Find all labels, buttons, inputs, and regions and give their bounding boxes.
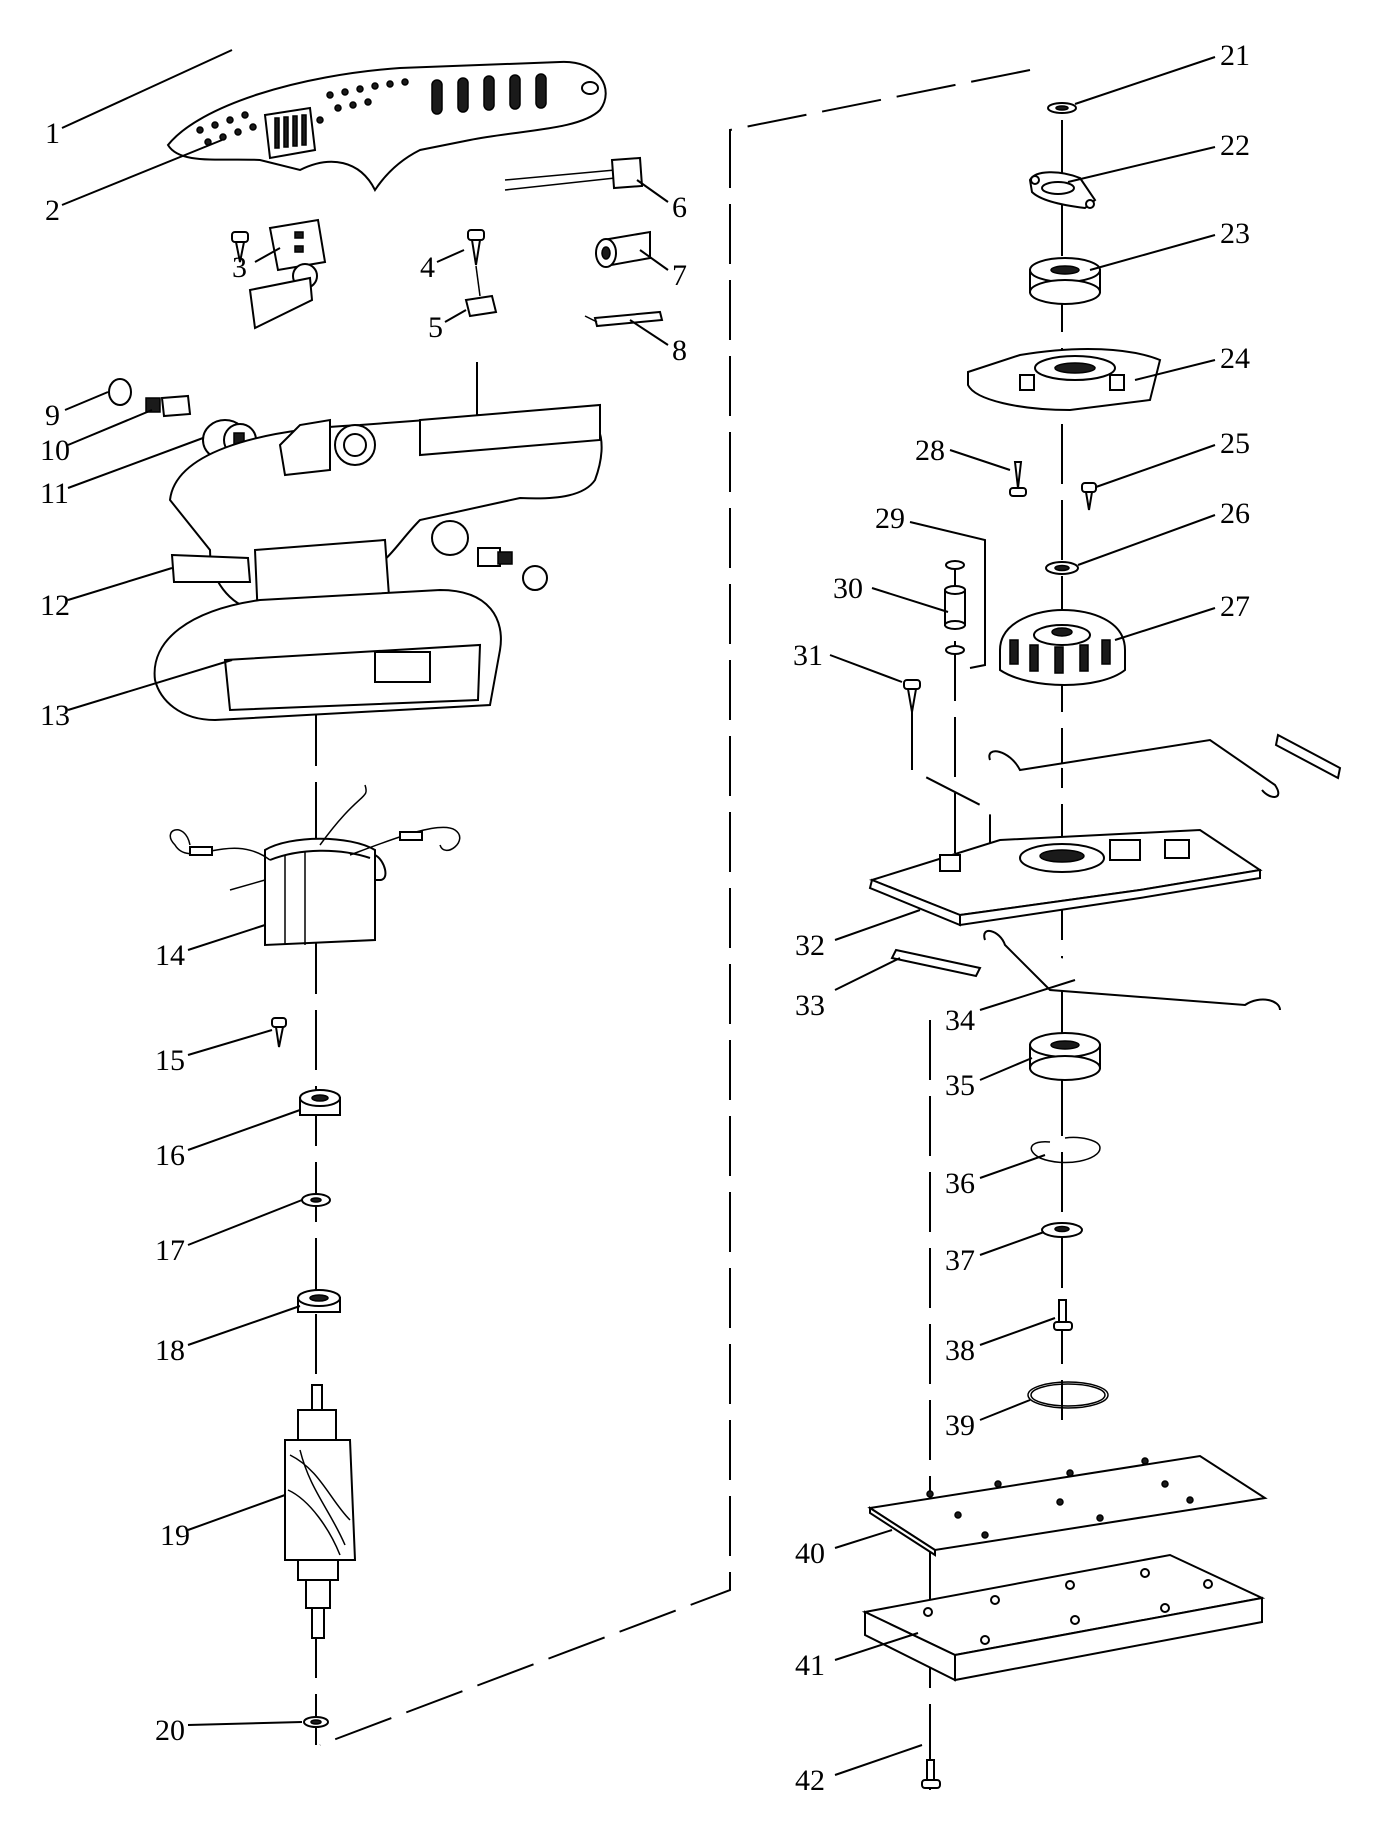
callout-labels: 1 2 3 4 5 6 7 8 9 10 11 12 13 14 15 16 1… [40, 39, 1250, 1797]
callout-23: 23 [1220, 217, 1250, 250]
part-32-base-plate [868, 828, 1263, 927]
part-40-sanding-sheet [867, 1454, 1268, 1557]
part-36-circlip [1030, 1136, 1101, 1164]
callout-1: 1 [45, 117, 60, 150]
callout-22: 22 [1220, 129, 1250, 162]
callout-36: 36 [945, 1167, 975, 1200]
callout-39: 39 [945, 1409, 975, 1442]
part-4-screw [467, 229, 485, 266]
part-41-sanding-pad [861, 1553, 1266, 1682]
part-3-switch [248, 218, 327, 330]
part-21-washer [1047, 102, 1077, 114]
callout-30: 30 [833, 572, 863, 605]
leader-lines [61, 49, 1216, 1776]
callout-7: 7 [672, 259, 687, 292]
callout-28: 28 [915, 434, 945, 467]
part-12-13-motor-housing [153, 403, 603, 722]
part-27-fan [999, 608, 1126, 686]
part-42-screw [921, 1759, 941, 1789]
callout-19: 19 [160, 1519, 190, 1552]
part-38-screw [1053, 1299, 1073, 1331]
callout-17: 17 [155, 1234, 185, 1267]
part-25-screw [1081, 482, 1097, 511]
callout-25: 25 [1220, 427, 1250, 460]
callout-34: 34 [945, 1004, 975, 1037]
callout-37: 37 [945, 1244, 975, 1277]
part-6-connector [504, 156, 644, 191]
callout-31: 31 [793, 639, 823, 672]
callout-10: 10 [40, 434, 70, 467]
part-24-frame [967, 347, 1162, 412]
part-7-bushing [595, 230, 651, 268]
part-35-bearing [1029, 1032, 1101, 1081]
callout-6: 6 [672, 191, 687, 224]
callout-29: 29 [875, 502, 905, 535]
callout-2: 2 [45, 194, 60, 227]
callout-16: 16 [155, 1139, 185, 1172]
part-29-30-roller [944, 560, 966, 655]
part-14-stator [169, 784, 461, 947]
part-15-screw [271, 1017, 287, 1048]
callout-33: 33 [795, 989, 825, 1022]
part-18-bearing [297, 1289, 341, 1313]
callout-41: 41 [795, 1649, 825, 1682]
part-20-washer [303, 1716, 329, 1728]
part-spring-wire-upper [988, 733, 1342, 798]
callout-35: 35 [945, 1069, 975, 1102]
part-brush-assembly-right [431, 520, 548, 591]
part-10-brush-spring [145, 394, 192, 418]
callout-42: 42 [795, 1764, 825, 1797]
part-1-screw [231, 231, 249, 263]
part-9-brush-cap [108, 378, 132, 406]
part-26-washer [1045, 561, 1079, 575]
callout-27: 27 [1220, 590, 1250, 623]
part-28-screw [1009, 461, 1027, 497]
part-31-screw [903, 679, 921, 713]
part-16-bearing [299, 1089, 341, 1116]
part-2-handle-cover [166, 60, 607, 192]
part-5-carbon-brush [464, 265, 498, 318]
callout-38: 38 [945, 1334, 975, 1367]
callout-11: 11 [40, 477, 69, 510]
callout-12: 12 [40, 589, 70, 622]
part-33-spring-bar [890, 948, 982, 978]
callout-5: 5 [428, 311, 443, 344]
callout-9: 9 [45, 399, 60, 432]
callout-3: 3 [232, 251, 247, 284]
part-17-washer [301, 1193, 331, 1207]
part-23-bearing [1029, 257, 1101, 305]
callout-4: 4 [420, 251, 435, 284]
callout-15: 15 [155, 1044, 185, 1077]
part-37-washer [1041, 1222, 1083, 1238]
callout-32: 32 [795, 929, 825, 962]
callout-26: 26 [1220, 497, 1250, 530]
callout-21: 21 [1220, 39, 1250, 72]
part-34-spring-wire [983, 930, 1281, 1011]
callout-13: 13 [40, 699, 70, 732]
callout-18: 18 [155, 1334, 185, 1367]
part-39-o-ring [1027, 1381, 1109, 1409]
part-19-armature [284, 1384, 357, 1639]
part-8-pin [584, 310, 664, 328]
callout-8: 8 [672, 334, 687, 367]
callout-24: 24 [1220, 342, 1250, 375]
callout-14: 14 [155, 939, 185, 972]
callout-20: 20 [155, 1714, 185, 1747]
part-22-bearing-plate [1028, 171, 1097, 210]
callout-40: 40 [795, 1537, 825, 1570]
